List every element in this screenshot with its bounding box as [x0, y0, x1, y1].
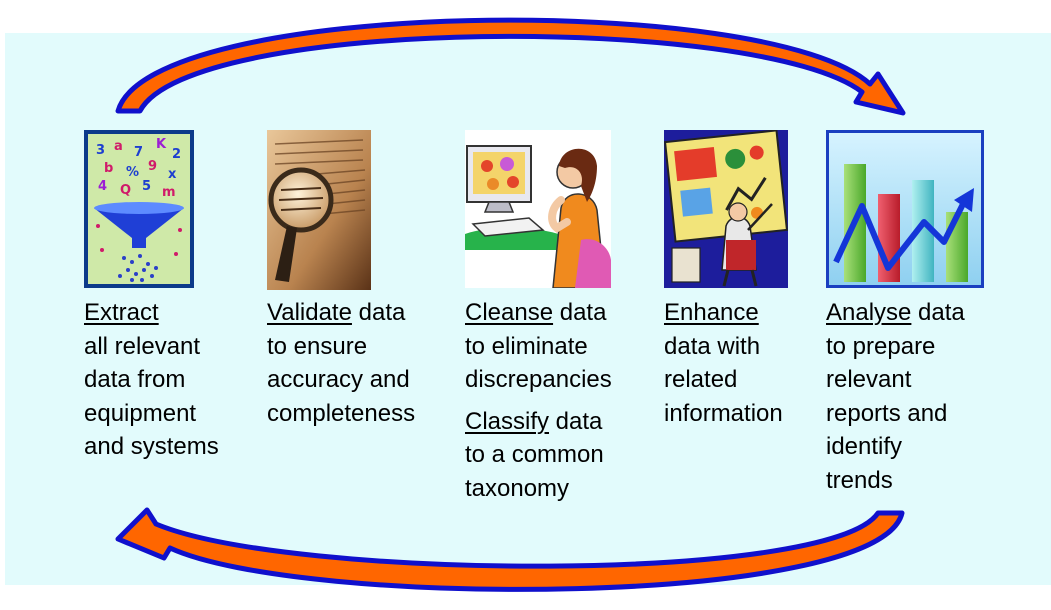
step-keyword: Classify [465, 407, 550, 435]
caption-line: completeness [267, 399, 416, 427]
caption-line: discrepancies [465, 366, 612, 393]
svg-text:%: % [126, 165, 139, 180]
presentation-board-icon [664, 130, 788, 288]
step-keyword: Extract [84, 299, 159, 326]
step-validate: Validate data to ensure accuracy and com… [267, 130, 415, 427]
caption-line: relevant [826, 366, 912, 393]
diagram-background [5, 33, 1051, 585]
caption-line: to a common [465, 441, 604, 468]
cleanse-classify-caption: Cleanse data to eliminate discrepancies … [465, 296, 612, 505]
caption-line: to ensure [267, 332, 368, 360]
svg-text:b: b [104, 161, 113, 176]
caption-line: data from [84, 366, 186, 393]
top-cycle-arrow [115, 17, 906, 116]
svg-text:a: a [114, 139, 123, 154]
caption-line: accuracy and [267, 366, 410, 393]
bar-chart-trend-icon [826, 130, 984, 288]
caption-line: information [664, 399, 783, 427]
svg-text:5: 5 [142, 179, 151, 194]
caption-line: and systems [84, 433, 219, 460]
computer-user-icon [465, 130, 611, 288]
step-keyword: Analyse [826, 299, 912, 326]
step-keyword: Enhance [664, 299, 759, 326]
caption-line: to eliminate [465, 332, 588, 360]
step-keyword: Cleanse [465, 299, 554, 326]
step-analyse: Analyse data to prepare relevant reports… [826, 130, 984, 494]
bottom-cycle-arrow [115, 507, 905, 592]
validate-caption: Validate data to ensure accuracy and com… [267, 296, 415, 430]
svg-text:3: 3 [96, 143, 105, 158]
svg-text:4: 4 [98, 179, 107, 194]
caption-line: related [664, 366, 738, 393]
step-enhance: Enhance data with related information [664, 130, 788, 427]
caption-line: all relevant [84, 332, 201, 360]
svg-text:2: 2 [172, 147, 181, 162]
magnifying-glass-icon [267, 130, 371, 290]
caption-line: equipment [84, 399, 197, 427]
enhance-caption: Enhance data with related information [664, 296, 783, 430]
caption-line: data with [664, 332, 761, 360]
step-keyword: Validate [267, 299, 352, 326]
step-cleanse-classify: Cleanse data to eliminate discrepancies … [465, 130, 612, 502]
svg-text:m: m [162, 185, 176, 200]
svg-text:9: 9 [148, 159, 157, 174]
extract-caption: Extract all relevant data from equipment… [84, 296, 219, 464]
analyse-caption: Analyse data to prepare relevant reports… [826, 296, 965, 497]
svg-text:K: K [156, 137, 167, 152]
caption-line: identify [826, 433, 903, 460]
svg-text:x: x [168, 167, 177, 182]
caption-line: reports and [826, 399, 948, 427]
svg-text:Q: Q [120, 183, 131, 198]
caption-line: trends [826, 466, 893, 494]
svg-text:7: 7 [134, 145, 143, 160]
caption-line: to prepare [826, 332, 936, 360]
caption-line: taxonomy [465, 474, 570, 502]
